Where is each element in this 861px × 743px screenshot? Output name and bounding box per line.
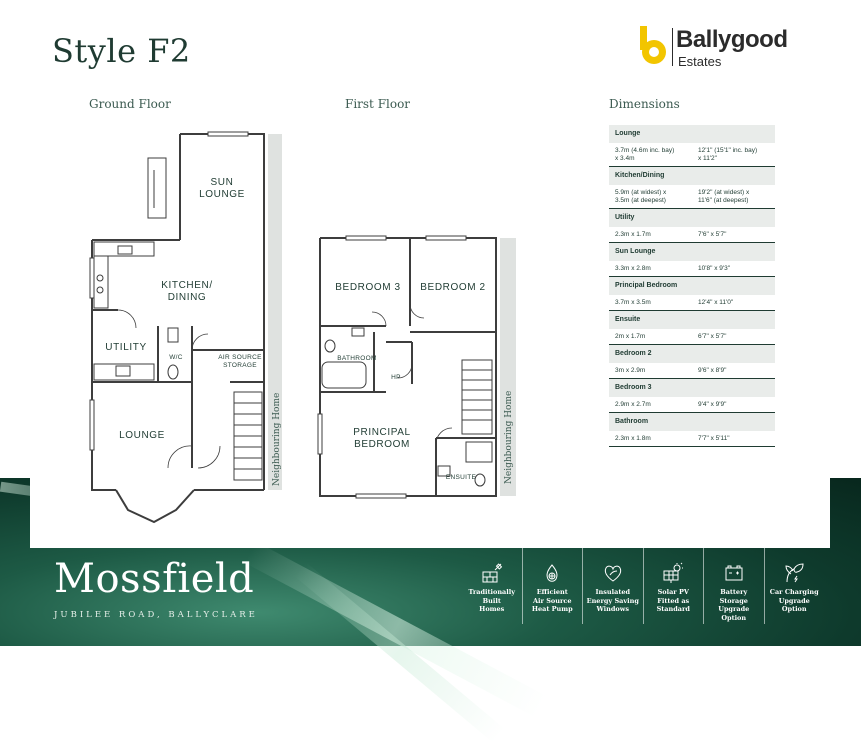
room-kitchen-dining: KITCHEN/ DINING [148,280,226,304]
dimension-metric: 3m x 2.9m [615,367,646,374]
feature-battery-storage: Battery Storage Upgrade Option [703,548,764,624]
dimension-room-name: Bathroom [609,413,775,432]
dimension-room-name: Bedroom 3 [609,379,775,398]
feature-label: Car Charging Upgrade Option [769,588,819,613]
dimension-room-name: Utility [609,209,775,228]
room-label: AIR SOURCE STORAGE [218,354,262,369]
development-name: Mossfield [54,556,255,602]
room-label: LOUNGE [119,430,165,441]
dimension-imperial: 19'2" (at widest) x 11'6" (at deepest) [698,189,750,204]
ballygood-b-icon [640,26,666,64]
ground-floor-plan [89,131,282,524]
dimension-metric: 3.7m (4.6m inc. bay) x 3.4m [615,147,675,162]
dimensions-title: Dimensions [609,97,680,111]
logo-divider [672,28,673,66]
dimension-row: 2.9m x 2.7m 9'4" x 9'9" [609,398,775,413]
room-wc: W/C [166,352,186,364]
room-bedroom-2: BEDROOM 2 [414,282,492,294]
first-floor-plan [317,235,516,499]
dimensions-table: Lounge 3.7m (4.6m inc. bay) x 3.4m 12'1" (… [609,125,775,447]
solar-panel-icon [663,562,684,583]
dimension-row: 2.3m x 1.7m 7'6" x 5'7" [609,228,775,243]
dimension-room-name: Ensuite [609,311,775,330]
style-title: Style F2 [52,32,191,70]
ev-charging-icon [785,563,804,583]
leaf-heart-icon [604,565,621,582]
dimension-metric: 2.9m x 2.7m [615,401,651,408]
feature-label: Solar PV Fitted as Standard [656,588,690,613]
dimension-imperial: 10'8" x 9'3" [698,265,731,272]
dimension-row: 3.7m x 3.5m 12'4" x 11'0" [609,296,775,311]
feature-traditionally-built: Traditionally Built Homes [462,548,522,624]
room-label: W/C [169,354,183,361]
dimension-room-name: Sun Lounge [609,243,775,262]
dimension-metric: 3.7m x 3.5m [615,299,651,306]
feature-label: Efficient Air Source Heat Pump [531,588,573,613]
dimension-metric: 3.3m x 2.8m [615,265,651,272]
dimension-imperial: 9'6" x 8'9" [698,367,727,374]
room-utility: UTILITY [94,342,158,354]
dimension-imperial: 7'6" x 5'7" [698,231,727,238]
feature-label: Battery Storage Upgrade Option [718,588,750,622]
ground-floor-label: Ground Floor [89,97,171,111]
room-bathroom: BATHROOM [334,353,380,365]
room-sun-lounge: SUN LOUNGE [196,177,248,201]
brand-logo: Ballygood Estates [638,24,818,69]
dimension-imperial: 12'1" (15'1" inc. bay) x 11'2" [698,147,758,162]
dimension-row: 3m x 2.9m 9'6" x 8'9" [609,364,775,379]
neighbouring-home-label: Neighbouring Home [272,392,282,486]
room-label: KITCHEN/ DINING [161,280,213,303]
first-floor-label: First Floor [345,97,411,111]
dimension-imperial: 7'7" x 5'11" [698,435,730,442]
room-label: ENSUITE [445,474,477,481]
dimension-room-name: Principal Bedroom [609,277,775,296]
feature-list: Traditionally Built Homes Efficient Air … [462,548,824,628]
room-ensuite: ENSUITE [444,472,478,484]
dimension-metric: 2.3m x 1.8m [615,435,651,442]
room-heat-pump: HP [388,372,404,384]
feature-label: Insulated Energy Saving Windows [586,588,639,613]
neighbouring-home-label: Neighbouring Home [504,390,514,484]
development-address: JUBILEE ROAD, BALLYCLARE [54,610,258,620]
room-label: PRINCIPAL BEDROOM [353,427,411,450]
dimension-metric: 2.3m x 1.7m [615,231,651,238]
brand-subtitle: Estates [678,54,722,69]
dimension-row: 2.3m x 1.8m 7'7" x 5'11" [609,432,775,447]
room-label: BEDROOM 2 [420,282,486,293]
feature-heat-pump: Efficient Air Source Heat Pump [521,548,583,624]
battery-icon [725,565,743,581]
room-label: BEDROOM 3 [335,282,401,293]
heat-pump-icon [546,564,558,582]
dimension-row: 3.3m x 2.8m 10'8" x 9'3" [609,262,775,277]
dimension-metric: 2m x 1.7m [615,333,646,340]
dimension-row: 5.9m (at widest) x 3.5m (at deepest) 19'2… [609,186,775,209]
room-label: SUN LOUNGE [199,177,245,200]
dimension-row: 2m x 1.7m 6'7" x 5'7" [609,330,775,345]
brand-name: Ballygood [676,26,788,53]
feature-insulated-windows: Insulated Energy Saving Windows [582,548,643,624]
room-bedroom-3: BEDROOM 3 [330,282,406,294]
room-principal-bedroom: PRINCIPAL BEDROOM [342,427,422,451]
dimension-imperial: 6'7" x 5'7" [698,333,727,340]
room-lounge: LOUNGE [110,430,174,442]
feature-solar-pv: Solar PV Fitted as Standard [642,548,704,624]
dimension-room-name: Bedroom 2 [609,345,775,364]
dimension-imperial: 12'4" x 11'0" [698,299,734,306]
feature-car-charging: Car Charging Upgrade Option [763,548,825,624]
dimension-imperial: 9'4" x 9'9" [698,401,727,408]
room-air-source-storage: AIR SOURCE STORAGE [214,354,266,370]
room-label: UTILITY [105,342,147,353]
room-label: HP [391,374,401,381]
feature-label: Traditionally Built Homes [468,588,515,613]
dimension-metric: 5.9m (at widest) x 3.5m (at deepest) [615,189,667,204]
dimension-room-name: Lounge [609,125,775,144]
brick-wall-icon [482,563,502,583]
room-label: BATHROOM [337,355,377,362]
dimension-room-name: Kitchen/Dining [609,167,775,186]
dimension-row: 3.7m (4.6m inc. bay) x 3.4m 12'1" (15'1" … [609,144,775,167]
